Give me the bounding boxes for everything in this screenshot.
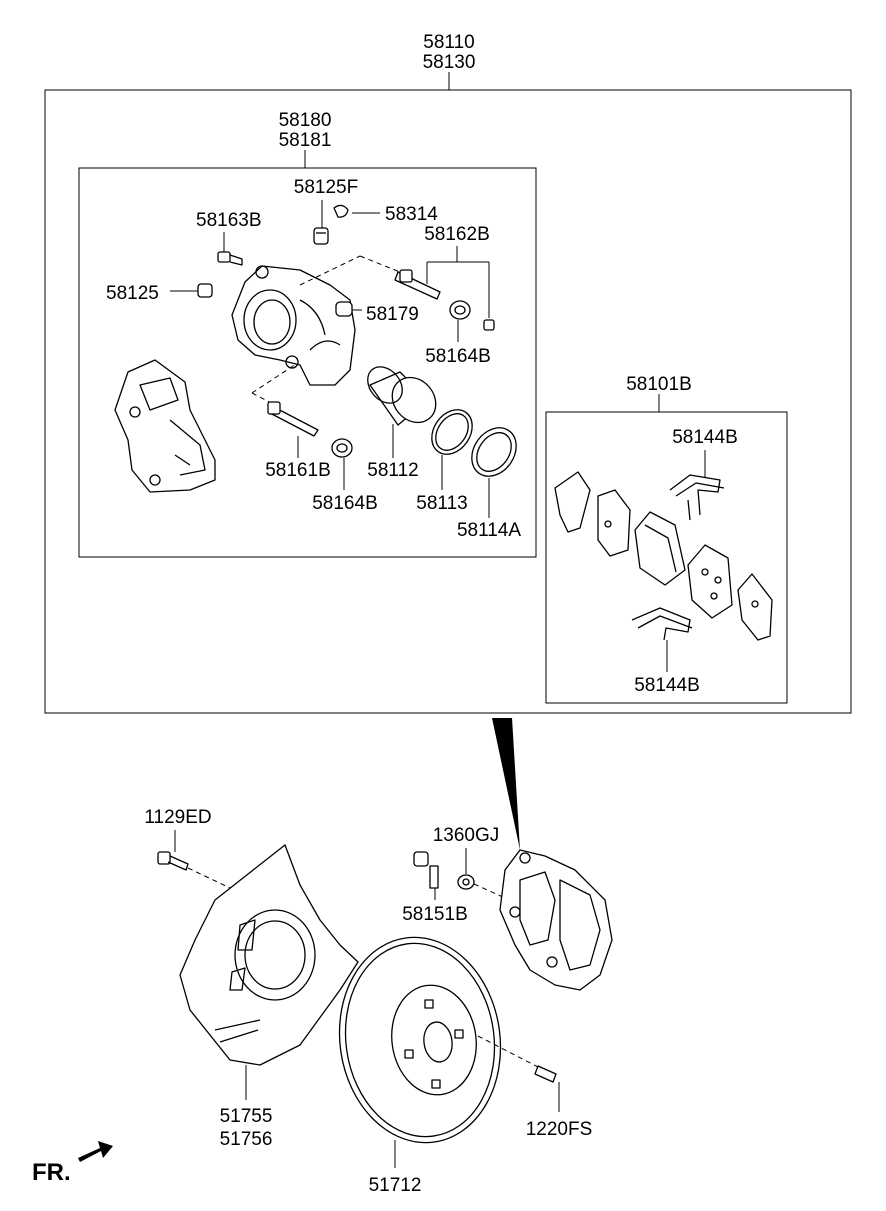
guide-boot-58179 (335, 301, 362, 317)
brake-pad-outer (687, 544, 733, 619)
bolt-58163B (217, 232, 243, 266)
piston-58112 (367, 366, 437, 458)
pad-kit-frame (545, 411, 788, 704)
label-58163B: 58163B (196, 210, 262, 231)
front-direction-arrow (78, 1141, 113, 1162)
assembly-pointer (492, 718, 520, 850)
label-58101B: 58101B (626, 374, 692, 395)
label-58181: 58181 (279, 130, 332, 151)
label-1220FS: 1220FS (526, 1119, 593, 1140)
anti-rattle-clip-58144B-bottom (631, 607, 693, 672)
anti-rattle-clip-58144B-top (669, 450, 725, 521)
fitting-58125 (170, 283, 213, 298)
dust-boot-58114A (471, 427, 517, 518)
label-58114A: 58114A (457, 520, 521, 541)
guide-pin-58162B (394, 246, 490, 318)
label-58125F: 58125F (294, 177, 358, 198)
bleeder-cap-58314 (333, 204, 380, 218)
label-58161B: 58161B (265, 460, 331, 481)
washer-1360GJ (457, 848, 506, 899)
label-58144B-top: 58144B (672, 427, 738, 448)
brake-caliper-assembly (499, 849, 613, 991)
label-51756: 51756 (220, 1129, 273, 1150)
seal-58113 (431, 409, 473, 490)
caliper-carrier-bracket (114, 359, 216, 493)
label-58110: 58110 (423, 32, 474, 53)
label-58113: 58113 (416, 493, 467, 514)
pad-inner-left (597, 489, 631, 557)
bleeder-screw-58125F (313, 200, 329, 245)
label-58164B-bottom: 58164B (312, 493, 378, 514)
outer-assembly-frame (44, 89, 852, 714)
caliper-assembly-frame (78, 167, 537, 558)
disc-rotor-51712 (338, 936, 502, 1168)
brake-pad-inner (634, 511, 686, 586)
label-58112: 58112 (367, 460, 418, 481)
boot-58164B-top (449, 300, 495, 342)
shim-right (737, 573, 773, 641)
label-1360GJ: 1360GJ (433, 825, 500, 846)
boot-58164B-bottom (331, 438, 353, 490)
label-1129ED: 1129ED (144, 807, 211, 828)
label-58162B: 58162B (424, 224, 490, 245)
label-58125: 58125 (106, 283, 159, 304)
shim-left (554, 471, 591, 533)
caliper-housing (231, 265, 356, 386)
label-58144B-bottom: 58144B (634, 675, 700, 696)
label-fr: FR. (32, 1159, 71, 1186)
label-58151B: 58151B (402, 904, 468, 925)
label-58314: 58314 (385, 204, 438, 225)
label-51755: 51755 (220, 1106, 273, 1127)
bolt-58151B (413, 851, 439, 900)
label-51712: 51712 (369, 1175, 422, 1196)
label-58180: 58180 (279, 110, 332, 131)
label-58130: 58130 (423, 52, 476, 73)
screw-1220FS (477, 1035, 560, 1112)
label-58164B-top: 58164B (425, 346, 491, 367)
bolt-1129ED (157, 830, 231, 889)
label-58179: 58179 (366, 304, 419, 325)
dust-shield-51755 (179, 844, 359, 1100)
guide-pin-58161B (267, 401, 319, 458)
